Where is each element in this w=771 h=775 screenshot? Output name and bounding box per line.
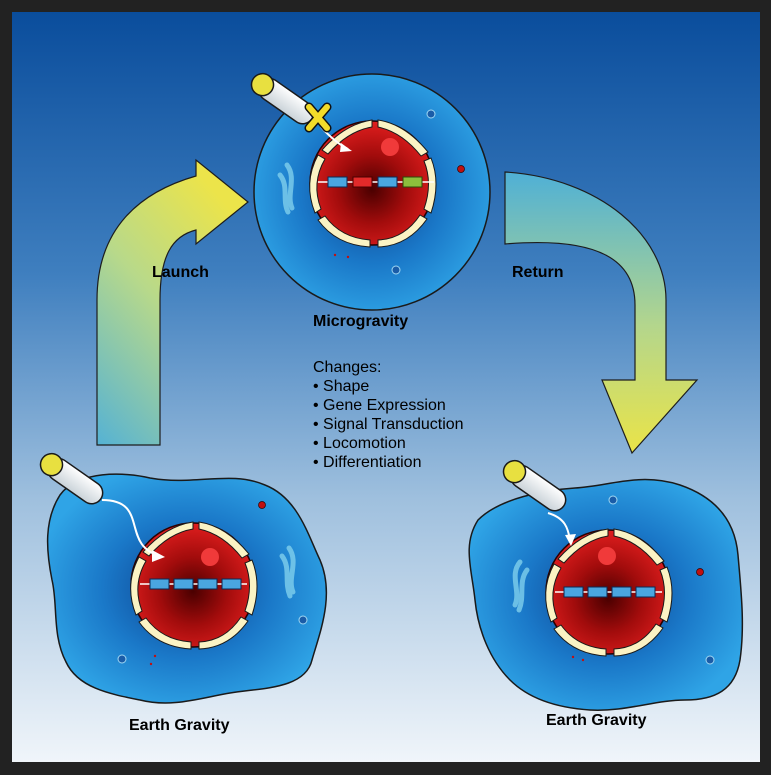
changes-item: • Gene Expression: [313, 396, 464, 415]
microgravity-label: Microgravity: [313, 313, 408, 331]
return-label: Return: [512, 264, 564, 282]
changes-item: • Signal Transduction: [313, 415, 464, 434]
changes-heading: Changes:: [313, 358, 464, 377]
earth-gravity-left-label: Earth Gravity: [129, 717, 229, 735]
changes-item: • Differentiation: [313, 453, 464, 472]
changes-list: Changes: • Shape • Gene Expression • Sig…: [313, 358, 464, 472]
earth-gravity-right-label: Earth Gravity: [546, 712, 646, 730]
changes-item: • Locomotion: [313, 434, 464, 453]
launch-label: Launch: [152, 264, 209, 282]
changes-item: • Shape: [313, 377, 464, 396]
